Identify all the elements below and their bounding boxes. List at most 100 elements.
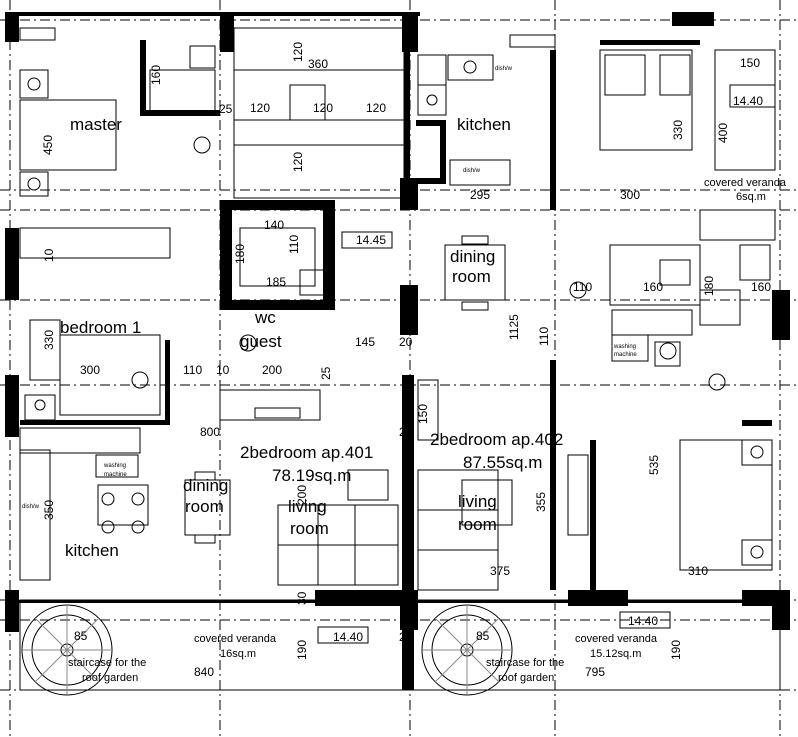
dim-85-b: 85 — [476, 629, 490, 643]
washing-machine-label-right: washing — [613, 344, 636, 350]
stair-right-label-2: roof garden — [498, 672, 554, 684]
outer-walls — [5, 12, 790, 690]
dim-375: 375 — [490, 564, 510, 578]
dim-190-b: 190 — [669, 640, 683, 660]
room-label-dining-top: dining — [450, 247, 495, 266]
level-bottom-right: 14.40 — [628, 614, 658, 628]
room-label-kitchen-top: kitchen — [457, 115, 511, 134]
dim-120-c: 120 — [313, 101, 333, 115]
dim-535: 535 — [647, 455, 661, 475]
veranda-top-right-label: covered veranda — [704, 177, 787, 189]
room-label-guest: guest — [240, 332, 282, 351]
apartment-402-area: 87.55sq.m — [463, 453, 542, 472]
dim-200-a: 200 — [262, 363, 282, 377]
stair-left-label-2: roof garden — [82, 672, 138, 684]
dim-200-b: 200 — [295, 485, 309, 505]
dim-30: 30 — [295, 591, 309, 605]
dim-110-a: 110 — [287, 235, 301, 254]
dim-360: 360 — [308, 57, 328, 71]
dim-300-a: 300 — [620, 188, 640, 202]
dishwasher-label-kitchen: dish/w — [463, 168, 481, 174]
room-label-dining-top-2: room — [452, 267, 491, 286]
dim-795: 795 — [585, 665, 605, 679]
room-label-living-right-2: room — [458, 515, 497, 534]
dim-160-b: 160 — [643, 280, 663, 294]
veranda-labels: covered veranda 6sq.m covered veranda 16… — [68, 177, 787, 684]
dim-310: 310 — [688, 564, 708, 578]
room-label-dining-left-2: room — [185, 497, 224, 516]
dim-145: 145 — [355, 335, 375, 349]
dim-10-a: 10 — [42, 248, 56, 262]
stair-left-label: staircase for the — [68, 657, 146, 669]
room-label-living-left-2: room — [290, 519, 329, 538]
dim-1125: 1125 — [507, 314, 521, 340]
dim-355: 355 — [534, 492, 548, 512]
room-label-wc: wc — [254, 308, 276, 327]
dim-160-c: 160 — [751, 280, 771, 294]
dim-120-b: 120 — [250, 101, 270, 115]
dim-120-vert-a: 120 — [291, 42, 305, 62]
veranda-bottom-right-label: covered veranda — [575, 633, 658, 645]
room-label-living-left: living — [288, 497, 327, 516]
room-label-living-right: living — [458, 492, 497, 511]
room-label-bedroom1: bedroom 1 — [60, 318, 141, 337]
dim-840: 840 — [194, 665, 214, 679]
dim-25-b: 25 — [319, 366, 333, 380]
dim-150-b: 150 — [416, 404, 430, 424]
veranda-bottom-right-area: 15.12sq.m — [590, 648, 641, 660]
level-center: 14.45 — [356, 233, 386, 247]
dim-330-b: 330 — [42, 330, 56, 350]
level-marks: 14.40 14.45 14.40 14.40 — [333, 94, 763, 644]
dim-120-d: 120 — [366, 101, 386, 115]
room-label-dining-left: dining — [183, 476, 228, 495]
dishwasher-label-top: dish/w — [495, 66, 513, 72]
dim-25-a: 25 — [219, 102, 233, 116]
dim-140: 140 — [264, 218, 284, 232]
apartment-401-area: 78.19sq.m — [272, 466, 351, 485]
interior-lines — [19, 27, 781, 691]
dim-150: 150 — [740, 56, 760, 70]
stair-right-label: staircase for the — [486, 657, 564, 669]
fixture-labels: dish/w dish/w dish/w washing machine was… — [22, 66, 637, 510]
dim-180-b: 180 — [702, 276, 716, 296]
veranda-bottom-left-label: covered veranda — [194, 633, 277, 645]
dim-190-a: 190 — [295, 640, 309, 660]
dim-110-d: 110 — [537, 327, 551, 346]
dim-450: 450 — [41, 135, 55, 155]
dim-295: 295 — [470, 188, 490, 202]
dishwasher-label-left: dish/w — [22, 504, 40, 510]
dimension-labels: 360 120 120 120 120 120 150 400 330 160 … — [41, 42, 771, 679]
apartment-labels: 2bedroom ap.401 78.19sq.m 2bedroom ap.40… — [240, 430, 563, 485]
room-label-master: master — [70, 115, 122, 134]
spiral-stair-left — [21, 604, 113, 696]
veranda-bottom-left-area: 16sq.m — [220, 648, 256, 660]
dim-110-c: 110 — [183, 363, 202, 377]
dim-185: 185 — [266, 275, 286, 289]
dim-20-a: 20 — [399, 335, 413, 349]
room-labels: master kitchen dining room bedroom 1 wc … — [60, 115, 511, 560]
dim-300-b: 300 — [80, 363, 100, 377]
dim-20-c: 20 — [399, 630, 413, 644]
dim-400: 400 — [716, 123, 730, 143]
apartment-402-name: 2bedroom ap.402 — [430, 430, 563, 449]
washing-machine-label-left: washing — [103, 463, 126, 469]
room-label-kitchen-left: kitchen — [65, 541, 119, 560]
dim-20-b: 20 — [399, 425, 413, 439]
dim-110-b: 110 — [573, 280, 592, 294]
dim-180-a: 180 — [233, 244, 247, 264]
dim-330-a: 330 — [671, 120, 685, 140]
dim-160-a: 160 — [149, 65, 163, 85]
dim-85-a: 85 — [74, 629, 88, 643]
level-bottom-center: 14.40 — [333, 630, 363, 644]
dim-800: 800 — [200, 425, 220, 439]
dim-120-vert-e: 120 — [291, 152, 305, 172]
spiral-stair-right — [421, 604, 513, 696]
veranda-top-right-area: 6sq.m — [736, 191, 766, 203]
level-top-right: 14.40 — [733, 94, 763, 108]
washing-machine-label-left-2: machine — [104, 472, 127, 478]
apartment-401-name: 2bedroom ap.401 — [240, 443, 373, 462]
dim-350: 350 — [42, 500, 56, 520]
dim-10-b: 10 — [216, 363, 230, 377]
